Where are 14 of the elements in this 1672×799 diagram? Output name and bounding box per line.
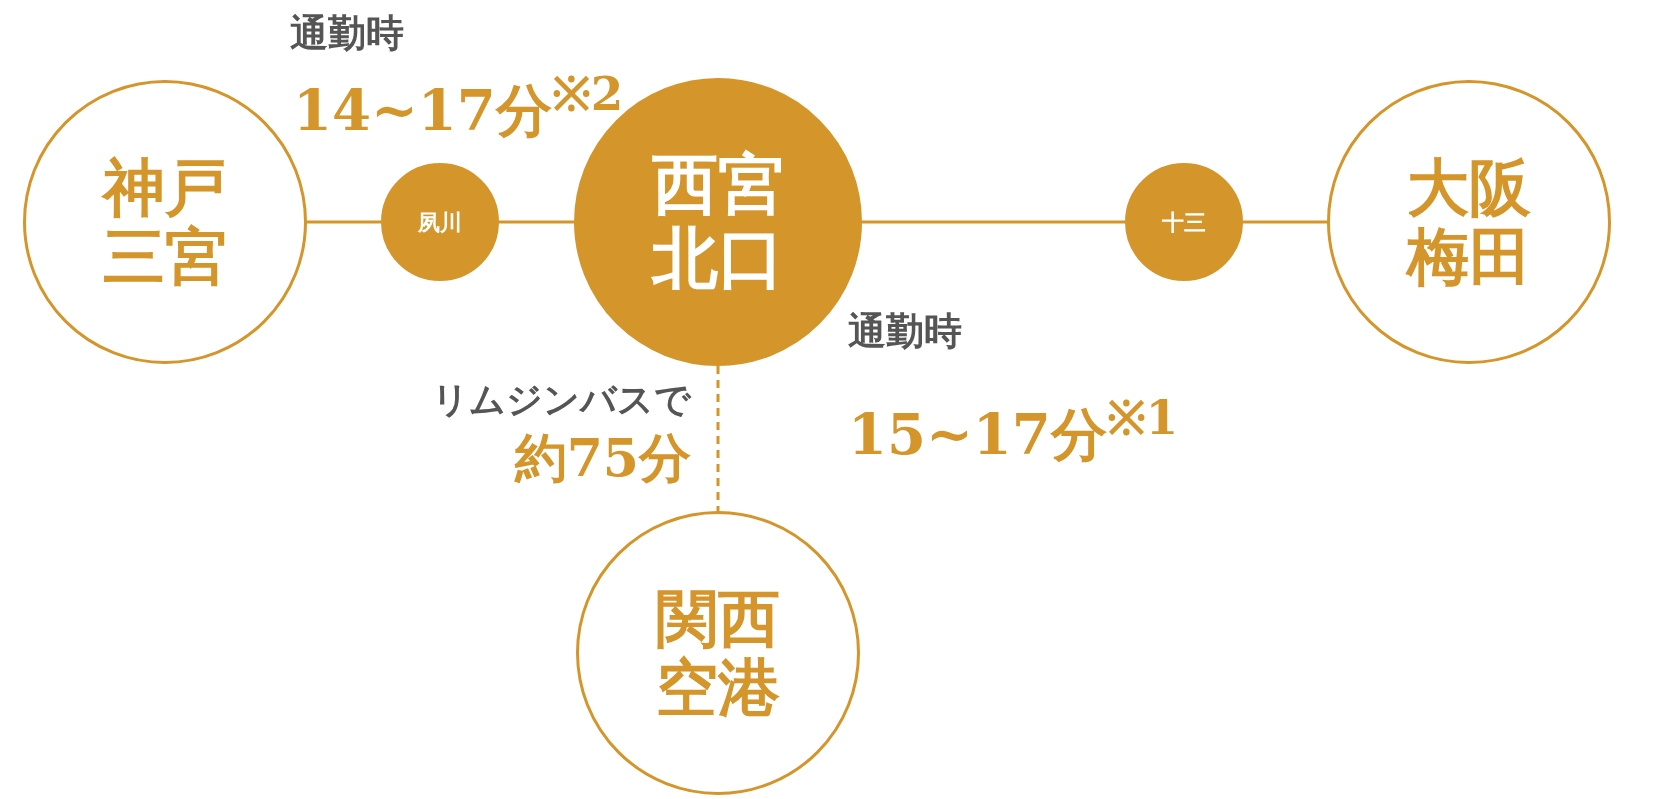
route-line — [307, 220, 381, 224]
commute-label: 通勤時 — [290, 9, 404, 57]
route-line — [499, 220, 574, 224]
commute-label: 通勤時 — [848, 307, 962, 355]
station-dot: 夙川 — [381, 163, 499, 281]
station-circle: 大阪梅田 — [1327, 80, 1611, 364]
dashed-route-line — [716, 366, 720, 511]
station-circle: 関西空港 — [576, 511, 860, 795]
bus-label: リムジンバスで — [432, 377, 691, 422]
travel-time: 約75分 — [514, 426, 691, 490]
travel-time: 15~17分$^{※1}$ — [848, 389, 1179, 469]
station-dot: 十三 — [1125, 163, 1243, 281]
route-line — [1243, 220, 1327, 224]
route-line — [862, 220, 1125, 224]
